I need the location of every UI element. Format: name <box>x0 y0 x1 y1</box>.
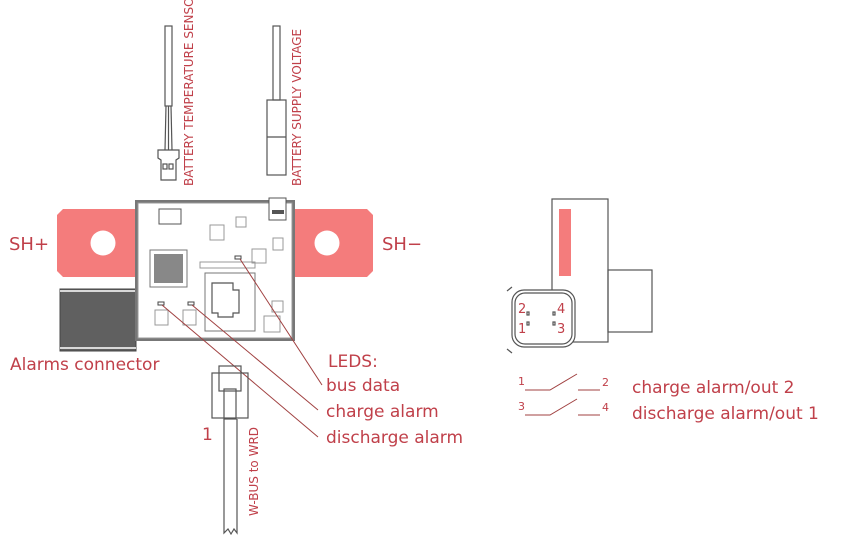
pin-1-label: 1 <box>518 322 526 337</box>
charge-alarm-out-label: charge alarm/out 2 <box>632 378 794 398</box>
switch-4-pin: 4 <box>602 401 609 414</box>
wbus-label: W-BUS to WRD <box>247 427 261 516</box>
switch-charge <box>525 373 600 391</box>
temp-sensor-label: BATTERY TEMPERATURE SENSOR <box>182 0 196 186</box>
supply-voltage-cable <box>266 25 287 176</box>
leds-title: LEDS: <box>328 352 378 372</box>
sh-plus-label: SH+ <box>9 234 49 255</box>
switch-1-pin: 1 <box>518 375 525 388</box>
led-bus-data-label: bus data <box>326 376 400 396</box>
wbus-pin-label: 1 <box>202 425 213 445</box>
alarms-connector-block <box>59 288 137 352</box>
pcb-board <box>135 197 295 341</box>
pin-2-label: 2 <box>518 302 526 317</box>
alarms-connector-label: Alarms connector <box>10 355 159 375</box>
led-discharge-alarm-label: discharge alarm <box>326 428 463 448</box>
alarm-connector-plug <box>506 198 653 354</box>
sh-minus-label: SH− <box>382 234 422 255</box>
switch-discharge <box>525 398 600 416</box>
pin-3-label: 3 <box>557 322 565 337</box>
discharge-alarm-out-label: discharge alarm/out 1 <box>632 404 819 424</box>
led-charge-alarm-label: charge alarm <box>326 402 439 422</box>
led-charge <box>187 301 195 306</box>
mount-hole-minus <box>314 230 340 256</box>
mount-hole-plus <box>90 230 116 256</box>
switch-2-pin: 2 <box>602 376 609 389</box>
led-discharge <box>157 301 165 306</box>
temperature-sensor-cable <box>157 25 180 181</box>
wbus-cable <box>211 365 249 536</box>
led-bus <box>234 255 242 260</box>
pin-4-label: 4 <box>557 302 565 317</box>
switch-3-pin: 3 <box>518 400 525 413</box>
supply-voltage-label: BATTERY SUPPLY VOLTAGE <box>290 29 304 186</box>
